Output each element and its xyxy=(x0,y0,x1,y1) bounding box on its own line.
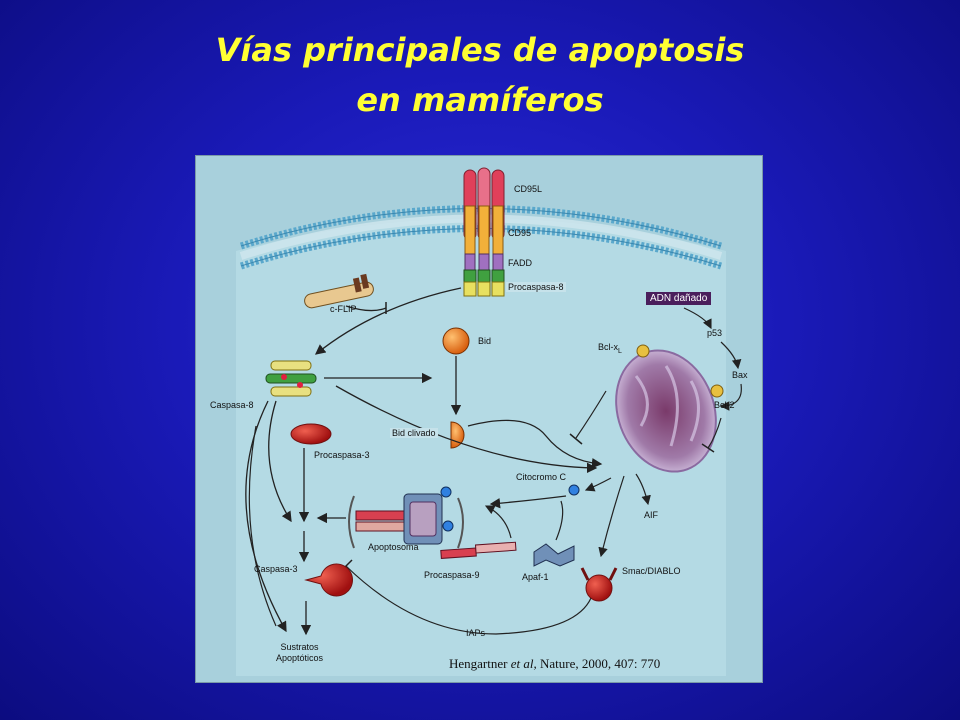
citocromo-dot xyxy=(568,484,580,496)
label-sustratos: Sustratos Apoptóticos xyxy=(276,642,323,664)
label-caspasa3: Caspasa-3 xyxy=(254,564,298,574)
label-bid: Bid xyxy=(478,336,492,346)
label-fadd: FADD xyxy=(508,258,533,268)
cd95-receptor-complex xyxy=(463,167,505,297)
cytoplasm-region xyxy=(236,218,726,676)
citation: Hengartner et al, Nature, 2000, 407: 770 xyxy=(449,656,660,672)
caspasa8-complex xyxy=(265,360,317,397)
label-procaspasa3: Procaspasa-3 xyxy=(314,450,370,460)
label-bclxl: Bcl-xL xyxy=(598,342,622,355)
procaspasa3-shape xyxy=(290,423,332,445)
label-cflip: c-FLIP xyxy=(330,304,357,314)
label-cd95: CD95 xyxy=(508,228,532,238)
bcl2-dot xyxy=(710,384,724,398)
label-procaspasa8: Procaspasa-8 xyxy=(506,282,566,292)
label-caspasa8: Caspasa-8 xyxy=(210,400,254,410)
label-adn-danado: ADN dañado xyxy=(646,292,712,305)
label-bcl2: Bcl-2 xyxy=(714,400,735,410)
citation-rest: Nature, 2000, 407: 770 xyxy=(539,656,661,671)
citation-etal: et al, xyxy=(510,656,537,671)
label-smac: Smac/DIABLO xyxy=(622,566,681,576)
label-cd95l: CD95L xyxy=(514,184,543,194)
label-bax: Bax xyxy=(732,370,748,380)
bid-ball xyxy=(442,327,470,355)
caspasa3-shape xyxy=(304,563,353,597)
label-iaps: IAPs xyxy=(466,628,486,638)
label-apaf1: Apaf-1 xyxy=(522,572,549,582)
apoptosoma-complex xyxy=(348,486,464,549)
label-apoptosoma: Apoptosoma xyxy=(368,542,419,552)
label-bid-clivado: Bid clivado xyxy=(390,428,438,438)
label-citocromo: Citocromo C xyxy=(516,472,567,482)
label-sustratos-line2: Apoptóticos xyxy=(276,653,324,663)
slide-title-line-1: Vías principales de apoptosis xyxy=(215,31,745,69)
pathway-diagram xyxy=(236,167,742,676)
smac-ball xyxy=(585,574,613,602)
apaf1-shape xyxy=(533,543,575,567)
cflip-protein xyxy=(304,273,374,309)
label-p53: p53 xyxy=(707,328,723,338)
slide-title-line-2: en mamíferos xyxy=(356,81,604,119)
label-bclxl-sub: L xyxy=(618,347,622,355)
label-sustratos-line1: Sustratos xyxy=(280,642,319,652)
apoptosis-pathway-figure: CD95L CD95 FADD Procaspasa-8 c-FLIP ADN … xyxy=(195,155,763,683)
label-aif: AIF xyxy=(644,510,659,520)
label-procaspasa9: Procaspasa-9 xyxy=(424,570,480,580)
procaspasa9-shape xyxy=(440,541,517,559)
bclxl-dot xyxy=(636,344,650,358)
citation-author: Hengartner xyxy=(449,656,508,671)
label-bclxl-main: Bcl-x xyxy=(598,342,618,352)
